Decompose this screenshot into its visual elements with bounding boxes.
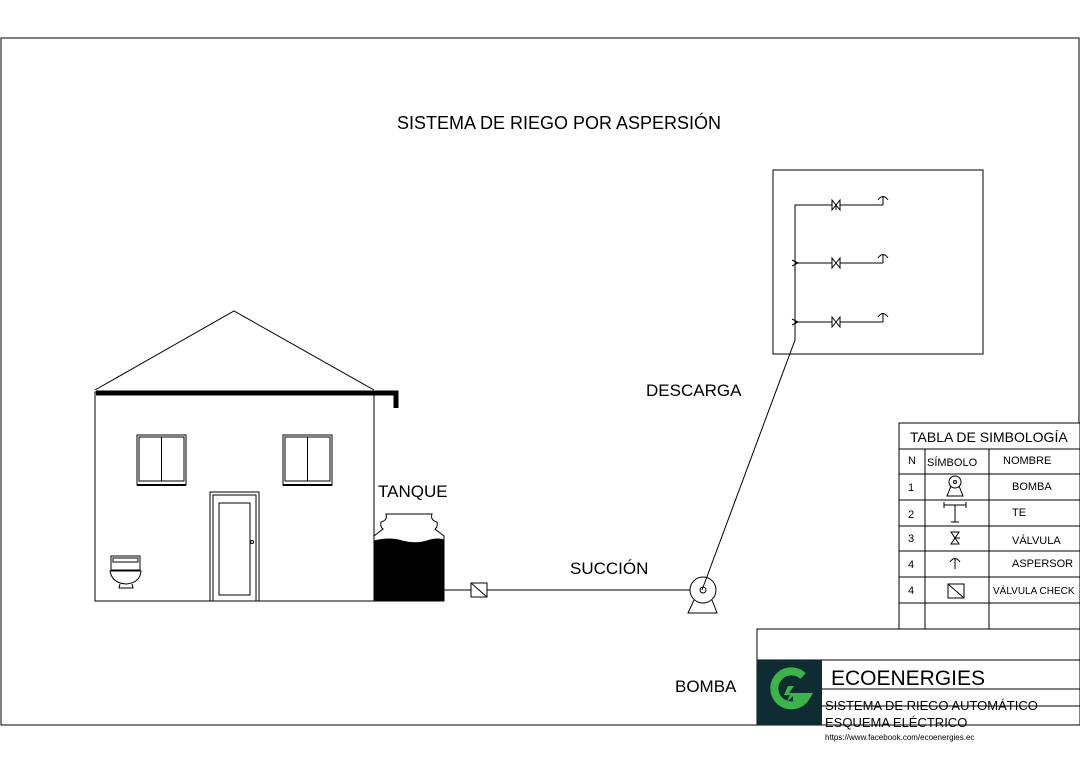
- legend-row-n: 3: [908, 533, 914, 545]
- legend-table: TABLA DE SIMBOLOGÍA N SÍMBOLO NOMBRE 1 B…: [898, 422, 1080, 630]
- legend-row-name: ASPERSOR: [1012, 558, 1073, 570]
- sprinkler-branch-1: [831, 196, 889, 212]
- house: [94, 310, 399, 602]
- window-right: [282, 434, 333, 486]
- window-left: [136, 434, 187, 486]
- check-valve-icon: [470, 582, 488, 598]
- sprinkler-icon: [877, 313, 889, 318]
- drawing-title: SISTEMA DE RIEGO POR ASPERSIÓN: [397, 112, 721, 133]
- sprinkler-icon: [877, 254, 889, 259]
- roof-gutter: [96, 390, 399, 408]
- legend-row-name: BOMBA: [1012, 481, 1052, 493]
- project-name: SISTEMA DE RIEGO AUTOMÁTICO: [825, 698, 1038, 713]
- legend-row-n: 4: [908, 559, 914, 571]
- legend-row-name: VÁLVULA CHECK: [993, 584, 1075, 597]
- discharge-label: DESCARGA: [646, 381, 742, 400]
- legend-row-name: VÁLVULA: [1012, 534, 1061, 547]
- tank-label: TANQUE: [378, 482, 448, 501]
- check-valve-symbol-icon: [947, 583, 965, 599]
- sprinkler-icon: [877, 196, 889, 201]
- suction-label: SUCCIÓN: [570, 559, 648, 578]
- legend-row-n: 1: [908, 482, 914, 494]
- legend-header-n: N: [908, 455, 916, 467]
- sheet-name: ESQUEMA ELÉCTRICO: [825, 715, 967, 730]
- tank-water: [373, 538, 445, 602]
- company-url: https://www.facebook.com/ecoenergies.ec: [825, 733, 974, 742]
- discharge-pipe: [701, 204, 832, 591]
- door: [209, 491, 260, 602]
- sprinkler-branch-2: [791, 254, 889, 270]
- house-roof: [94, 310, 375, 391]
- company-name: ECOENERGIES: [831, 667, 985, 690]
- pump-label: BOMBA: [675, 677, 737, 696]
- tee-symbol-icon: [943, 502, 967, 523]
- title-block: ECOENERGIES SISTEMA DE RIEGO AUTOMÁTICO …: [756, 628, 1080, 742]
- water-tank: TANQUE: [373, 482, 448, 602]
- valve-symbol-icon: [950, 531, 960, 545]
- legend-header-symbol: SÍMBOLO: [927, 456, 978, 469]
- sprinkler-branch-3: [791, 313, 889, 329]
- legend-title: TABLA DE SIMBOLOGÍA: [910, 429, 1068, 445]
- sprinkler-symbol-icon: [949, 558, 961, 569]
- legend-row-n: 2: [908, 509, 914, 521]
- toilet: [109, 555, 142, 589]
- sprinkler-zone: [772, 169, 984, 355]
- drawing-frame: [0, 37, 1080, 726]
- pump-symbol-icon: [946, 475, 964, 497]
- legend-header-name: NOMBRE: [1003, 455, 1051, 467]
- legend-row-n: 4: [908, 585, 914, 597]
- pump-icon: [687, 576, 718, 614]
- legend-row-name: TE: [1012, 507, 1026, 519]
